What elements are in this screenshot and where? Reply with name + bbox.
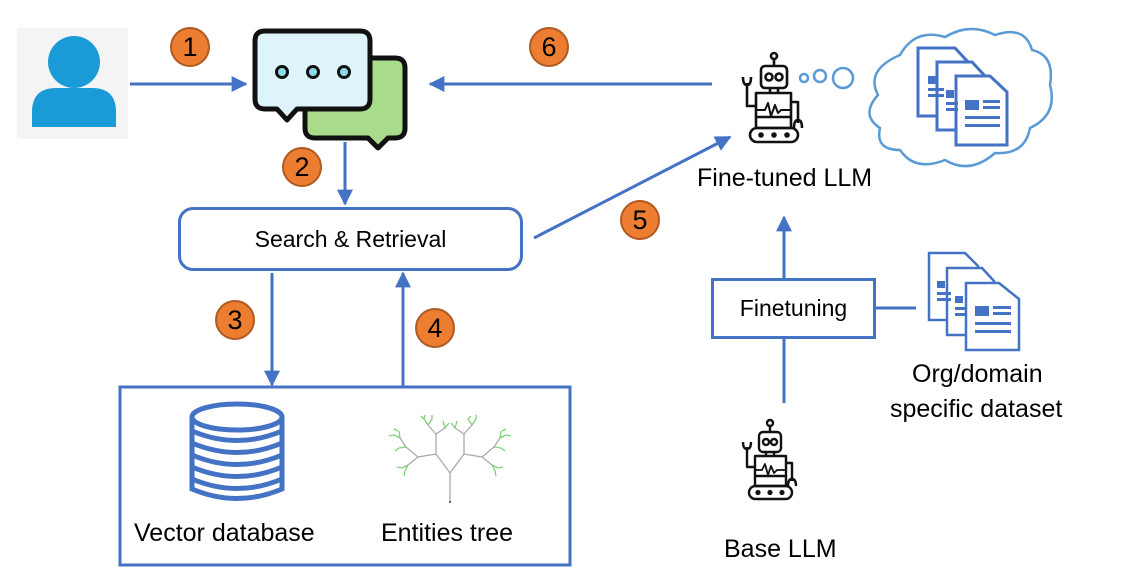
search-retrieval-label: Search & Retrieval: [254, 225, 447, 252]
dataset-label-line1: Org/domain: [912, 360, 1043, 388]
documents-icon: [927, 251, 1021, 352]
vector-database-label: Vector database: [134, 519, 315, 547]
store-container: [118, 385, 572, 567]
chat-bubbles-icon: [252, 28, 408, 151]
step-badge-5: 5: [620, 200, 660, 240]
database-icon: [189, 401, 285, 501]
entities-tree-label: Entities tree: [381, 519, 514, 547]
step-badge-6: 6: [529, 27, 569, 67]
finetuning-label: Finetuning: [739, 295, 848, 321]
base-llm-label: Base LLM: [724, 535, 837, 563]
thought-cloud-documents-icon: [798, 27, 1053, 168]
search-retrieval-node: Search & Retrieval: [178, 207, 523, 271]
robot-icon: [741, 51, 804, 144]
arrow-search-to-llm: [533, 135, 732, 240]
step-badge-4: 4: [415, 308, 455, 348]
dataset-label-line2: specific dataset: [890, 395, 1063, 423]
finetuning-node: Finetuning: [711, 278, 876, 339]
fine-tuned-llm-label: Fine-tuned LLM: [697, 164, 873, 192]
user-icon: [17, 28, 128, 139]
step-badge-3: 3: [215, 300, 255, 340]
robot-icon: [741, 418, 798, 501]
step-badge-2: 2: [282, 147, 322, 187]
step-badge-1: 1: [170, 27, 210, 67]
tree-icon: [388, 414, 512, 503]
